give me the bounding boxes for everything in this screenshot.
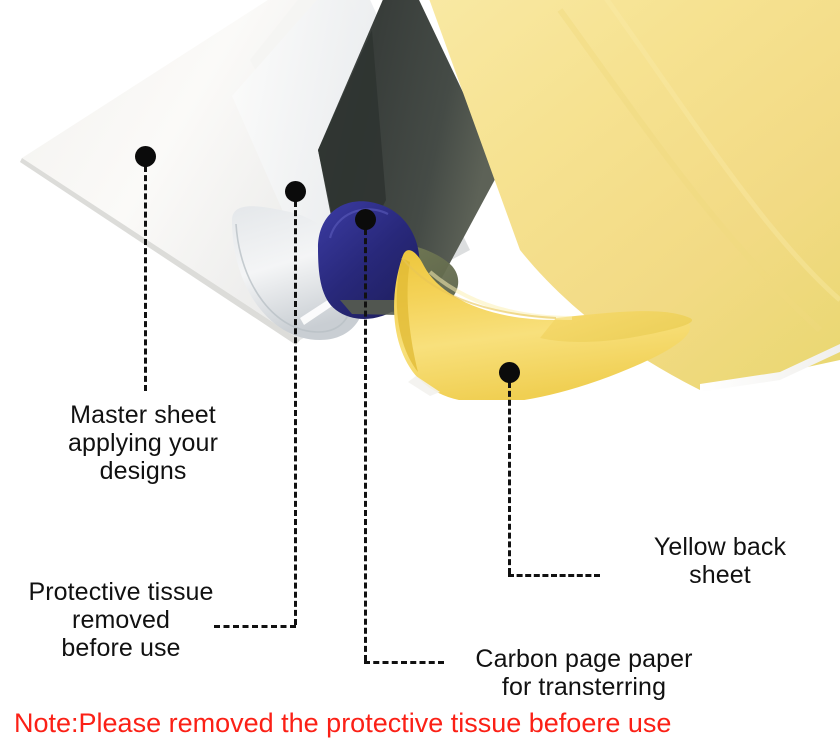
callout-dot-yellow-back-sheet[interactable]: [499, 362, 520, 383]
leader-line-yellow-sheet-vertical: [508, 382, 511, 574]
leader-line-carbon-paper-horizontal: [364, 661, 444, 664]
callout-dot-master-sheet[interactable]: [135, 146, 156, 167]
callout-label-master-sheet: Master sheet applying your designs: [67, 401, 218, 485]
callout-label-carbon-page-paper: Carbon page paper for transterring: [475, 645, 693, 701]
paper-stack-photo: [20, 0, 840, 400]
callout-label-protective-tissue: Protective tissue removed before use: [28, 578, 214, 662]
callout-dot-carbon-page-paper[interactable]: [355, 209, 376, 230]
paper-stack-illustration: [20, 0, 840, 400]
leader-line-carbon-paper-vertical: [364, 229, 367, 661]
leader-line-protective-tissue-vertical: [294, 201, 297, 625]
note-text: Note:Please removed the protective tissu…: [14, 708, 672, 738]
callout-dot-protective-tissue[interactable]: [285, 181, 306, 202]
leader-line-master-sheet: [144, 166, 147, 391]
leader-line-protective-tissue-horizontal: [214, 625, 296, 628]
leader-line-yellow-sheet-horizontal: [508, 574, 600, 577]
callout-label-yellow-back-sheet: Yellow back sheet: [653, 533, 787, 589]
